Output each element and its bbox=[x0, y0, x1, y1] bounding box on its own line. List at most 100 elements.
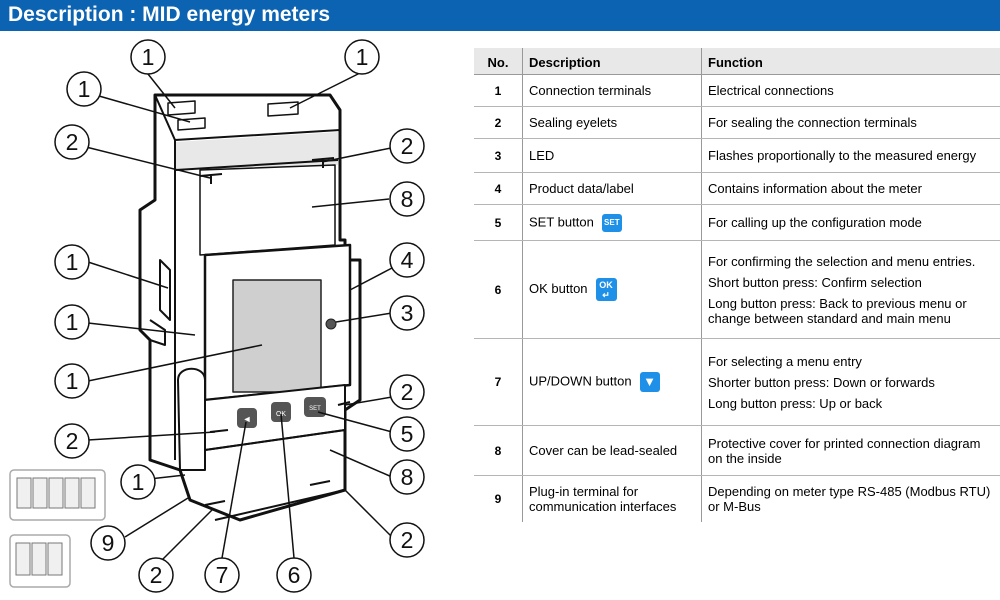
callout-7: 7 bbox=[204, 557, 240, 593]
header-no: No. bbox=[474, 48, 523, 75]
enter-arrow-icon: ↵ bbox=[602, 290, 610, 300]
row-description: SET button bbox=[529, 213, 594, 229]
callout-number: 9 bbox=[102, 530, 115, 556]
function-line: Shorter button press: Down or forwards bbox=[708, 374, 935, 390]
callout-number: 1 bbox=[356, 44, 369, 70]
row-function: Depending on meter type RS-485 (Modbus R… bbox=[708, 483, 991, 514]
row-description: Plug-in terminal for communication inter… bbox=[522, 475, 702, 522]
device-up-down-button bbox=[237, 408, 257, 428]
callout-1-lower: 1 bbox=[120, 464, 156, 500]
row-description: Connection terminals bbox=[522, 74, 702, 107]
callouts: 1 1 1 1 1 1 1 2 2 2 2 2 2 3 4 5 6 7 8 8 … bbox=[54, 39, 425, 593]
callout-number: 5 bbox=[401, 421, 414, 447]
callout-number: 6 bbox=[288, 562, 301, 588]
callout-8-upper: 8 bbox=[389, 181, 425, 217]
table-row: 3 LED Flashes proportionally to the meas… bbox=[474, 138, 1000, 173]
row-no: 4 bbox=[474, 172, 523, 205]
row-no: 9 bbox=[494, 491, 502, 506]
callout-number: 1 bbox=[66, 309, 79, 335]
callout-number: 2 bbox=[401, 379, 414, 405]
table-row: 4 Product data/label Contains informatio… bbox=[474, 172, 1000, 205]
leader-lines bbox=[85, 71, 393, 563]
callout-8-lower: 8 bbox=[389, 459, 425, 495]
table-row: 5 SET button SET For calling up the confi… bbox=[474, 204, 1000, 241]
description-table: No. Description Function 1 Connection te… bbox=[474, 48, 1000, 522]
terminal-block-1 bbox=[16, 477, 96, 509]
row-function: For calling up the configuration mode bbox=[701, 204, 1000, 241]
callout-number: 1 bbox=[66, 368, 79, 394]
callout-2-right-top: 2 bbox=[389, 128, 425, 164]
row-function: Flashes proportionally to the measured e… bbox=[701, 138, 1000, 173]
table-row: 2 Sealing eyelets For sealing the connec… bbox=[474, 106, 1000, 139]
row-function: Protective cover for printed connection … bbox=[701, 425, 1000, 476]
callout-1-left-b: 1 bbox=[54, 304, 90, 340]
callout-1-left-c: 1 bbox=[54, 363, 90, 399]
callout-6: 6 bbox=[276, 557, 312, 593]
callout-4: 4 bbox=[389, 242, 425, 278]
row-function: For sealing the connection terminals bbox=[701, 106, 1000, 139]
callout-number: 4 bbox=[401, 247, 414, 273]
device-ok-button bbox=[271, 402, 291, 422]
callout-1-upper: 1 bbox=[66, 71, 102, 107]
table-row: 8 Cover can be lead-sealed Protective co… bbox=[474, 425, 1000, 476]
title-bar: Description : MID energy meters bbox=[0, 0, 1000, 31]
callout-number: 8 bbox=[401, 464, 414, 490]
callout-number: 2 bbox=[66, 428, 79, 454]
row-no: 1 bbox=[474, 74, 523, 107]
callout-number: 1 bbox=[142, 44, 155, 70]
row-description: LED bbox=[522, 138, 702, 173]
row-no: 6 bbox=[474, 240, 523, 339]
device-button-label: SET bbox=[309, 406, 321, 412]
callout-number: 2 bbox=[66, 129, 79, 155]
callout-number: 2 bbox=[401, 133, 414, 159]
row-description: Product data/label bbox=[522, 172, 702, 205]
callout-2-bottom-left: 2 bbox=[138, 557, 174, 593]
callout-2-right-mid: 2 bbox=[389, 374, 425, 410]
function-line: For confirming the selection and menu en… bbox=[708, 253, 976, 269]
function-line: Short button press: Confirm selection bbox=[708, 274, 922, 290]
callout-1-top-right: 1 bbox=[344, 39, 380, 75]
row-description: Cover can be lead-sealed bbox=[522, 425, 702, 476]
callout-number: 3 bbox=[401, 300, 414, 326]
callout-number: 2 bbox=[401, 527, 414, 553]
callout-2-left-top: 2 bbox=[54, 124, 90, 160]
table-header-row: No. Description Function bbox=[474, 48, 1000, 75]
row-description-cell: SET button SET bbox=[522, 204, 702, 241]
callout-number: 1 bbox=[78, 76, 91, 102]
page-title: Description : MID energy meters bbox=[8, 3, 331, 26]
row-function: Electrical connections bbox=[701, 74, 1000, 107]
callout-2-left-mid: 2 bbox=[54, 423, 90, 459]
row-no: 5 bbox=[474, 204, 523, 241]
row-function: Contains information about the meter bbox=[701, 172, 1000, 205]
terminal-block-2 bbox=[15, 542, 63, 576]
callout-2-bottom-right: 2 bbox=[389, 522, 425, 558]
callout-number: 7 bbox=[216, 562, 229, 588]
function-line: For selecting a menu entry bbox=[708, 353, 862, 369]
meter-body bbox=[9, 93, 362, 588]
callout-9: 9 bbox=[90, 525, 126, 561]
row-no: 8 bbox=[474, 425, 523, 476]
meter-diagram: ◄ OK SET 1 1 1 1 1 1 1 2 bbox=[9, 39, 425, 593]
row-description: UP/DOWN button bbox=[529, 373, 632, 389]
row-function-cell: For confirming the selection and menu en… bbox=[701, 240, 1000, 339]
set-button-icon: SET bbox=[601, 213, 622, 232]
function-line: Long button press: Back to previous menu… bbox=[708, 295, 967, 326]
header-function: Function bbox=[701, 48, 1000, 75]
table-row: 9 Plug-in terminal for communication int… bbox=[474, 475, 1000, 522]
table-row: 1 Connection terminals Electrical connec… bbox=[474, 74, 1000, 107]
row-function-cell: For selecting a menu entry Shorter butto… bbox=[701, 338, 1000, 426]
row-description-cell: OK button OK↵ bbox=[522, 240, 702, 339]
callout-number: 1 bbox=[132, 469, 145, 495]
callout-1-left-a: 1 bbox=[54, 244, 90, 280]
row-no: 3 bbox=[474, 138, 523, 173]
ok-button-icon: OK↵ bbox=[595, 278, 617, 301]
row-description: OK button bbox=[529, 280, 588, 296]
callout-5: 5 bbox=[389, 416, 425, 452]
row-no: 7 bbox=[474, 338, 523, 426]
callout-number: 1 bbox=[66, 249, 79, 275]
row-no: 2 bbox=[474, 106, 523, 139]
table-row: 7 UP/DOWN button▼ For selecting a menu e… bbox=[474, 338, 1000, 426]
callout-3: 3 bbox=[389, 295, 425, 331]
row-description-cell: UP/DOWN button▼ bbox=[522, 338, 702, 426]
function-line: Long button press: Up or back bbox=[708, 395, 883, 411]
